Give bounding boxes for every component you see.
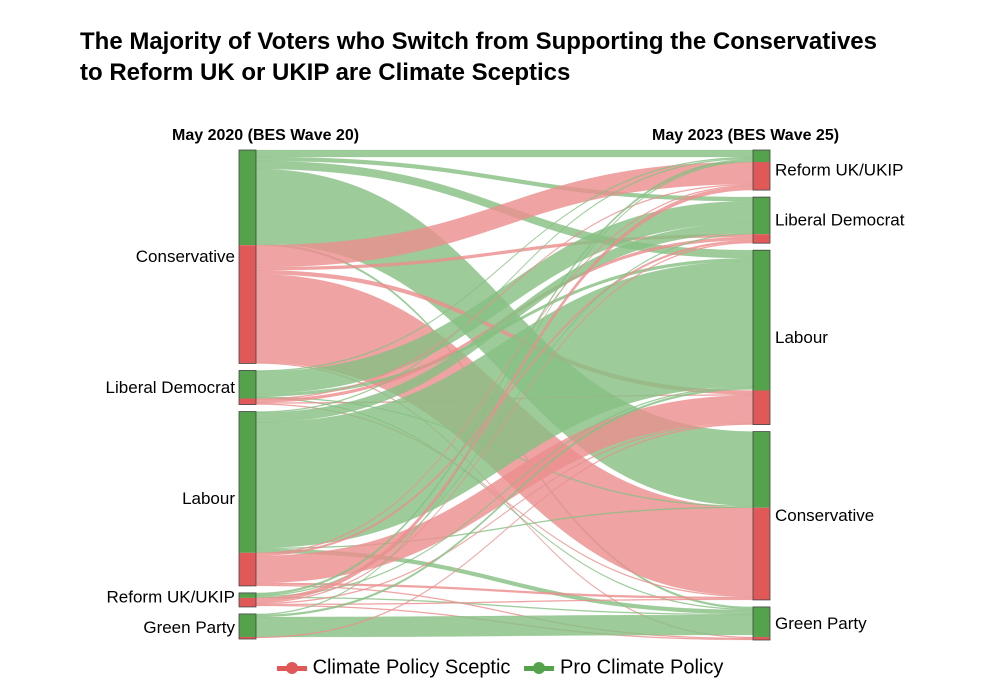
target-node-green-party-outline [752,606,771,641]
flow-green-party-to-green-party-pro[interactable] [255,614,754,638]
source-node-green-party-sceptic-segment[interactable] [239,636,256,639]
target-node-liberal-democrat-sceptic-segment[interactable] [753,234,770,244]
source-label-conservative: Conservative [136,247,235,266]
source-label-reform-uk-ukip: Reform UK/UKIP [107,587,235,606]
source-node-green-party[interactable] [238,613,257,640]
target-node-labour[interactable] [752,249,771,425]
source-node-labour-outline [238,411,257,587]
chart-title: The Majority of Voters who Switch from S… [80,26,940,88]
legend-swatch-sceptic [276,656,307,680]
source-node-liberal-democrat-sceptic-segment[interactable] [239,398,256,405]
target-node-green-party-sceptic-segment[interactable] [753,636,770,640]
flow-links [255,149,754,641]
flow-conservative-to-reform-uk-ukip-pro[interactable] [255,149,754,158]
source-node-liberal-democrat-outline [238,370,257,405]
target-node-reform-uk-ukip[interactable] [752,149,771,191]
source-label-green-party: Green Party [143,618,235,637]
target-column-header: May 2023 (BES Wave 25) [652,127,840,144]
target-label-green-party: Green Party [775,614,867,633]
target-node-green-party-pro-segment[interactable] [753,606,770,637]
source-node-reform-uk-ukip-pro-segment[interactable] [239,592,256,598]
chart-title-line-1: The Majority of Voters who Switch from S… [80,28,877,55]
target-node-labour-outline [752,249,771,425]
target-node-conservative-outline [752,431,771,601]
source-node-conservative-pro-segment[interactable] [239,150,256,246]
source-node-conservative[interactable] [238,149,257,364]
legend-marker-pro [533,662,545,674]
source-node-green-party-outline [238,613,257,640]
legend-label-sceptic: Climate Policy Sceptic [312,656,511,679]
target-node-conservative-sceptic-segment[interactable] [753,507,770,600]
source-node-reform-uk-ukip-sceptic-segment[interactable] [239,597,256,607]
legend-item-pro[interactable]: Pro Climate Policy [524,656,723,680]
source-node-conservative-sceptic-segment[interactable] [239,245,256,364]
chart-title-line-2: to Reform UK or UKIP are Climate Sceptic… [80,59,571,86]
source-label-liberal-democrat: Liberal Democrat [106,378,236,397]
party-nodes [238,149,771,641]
target-label-reform-uk-ukip: Reform UK/UKIP [775,161,903,180]
target-node-reform-uk-ukip-sceptic-segment[interactable] [753,162,770,191]
target-node-conservative-pro-segment[interactable] [753,431,770,508]
target-node-labour-pro-segment[interactable] [753,250,770,391]
source-node-conservative-outline [238,149,257,364]
legend-item-sceptic[interactable]: Climate Policy Sceptic [276,656,511,680]
source-node-labour-pro-segment[interactable] [239,411,256,553]
target-label-liberal-democrat: Liberal Democrat [775,211,905,230]
source-node-liberal-democrat-pro-segment[interactable] [239,370,256,399]
source-node-reform-uk-ukip-outline [238,592,257,608]
source-label-labour: Labour [182,489,235,508]
target-node-liberal-democrat-outline [752,196,771,244]
target-node-reform-uk-ukip-pro-segment[interactable] [753,150,770,163]
target-node-labour-sceptic-segment[interactable] [753,390,770,425]
legend-label-pro: Pro Climate Policy [560,656,724,679]
source-node-green-party-pro-segment[interactable] [239,613,256,637]
source-node-liberal-democrat[interactable] [238,370,257,405]
source-node-labour-sceptic-segment[interactable] [239,552,256,586]
source-node-reform-uk-ukip[interactable] [238,592,257,608]
source-node-labour[interactable] [238,411,257,587]
target-label-conservative: Conservative [775,506,874,525]
source-column-header: May 2020 (BES Wave 20) [172,127,360,144]
target-node-liberal-democrat-pro-segment[interactable] [753,197,770,235]
target-node-reform-uk-ukip-outline [752,149,771,191]
legend-marker-sceptic [285,662,298,674]
legend: Climate Policy Sceptic Pro Climate Polic… [0,656,1000,680]
target-node-liberal-democrat[interactable] [752,196,771,244]
target-node-green-party[interactable] [752,606,771,641]
target-label-labour: Labour [775,328,828,347]
legend-swatch-pro [524,656,554,680]
target-node-conservative[interactable] [752,431,771,601]
